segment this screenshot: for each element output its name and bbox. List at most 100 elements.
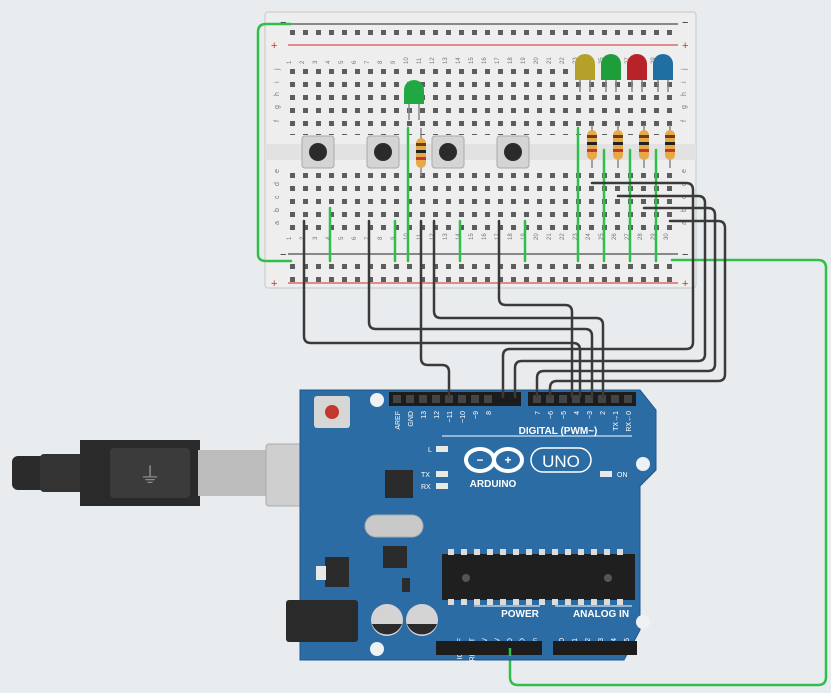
power-header-label: POWER [501,609,540,620]
mcu-leg [461,599,467,605]
top-rail-holes [285,27,675,43]
resistor-4 [665,125,675,168]
mcu-leg [578,549,584,555]
push-button-4[interactable] [496,135,530,169]
push-buttons [301,135,530,169]
led-on-label: ON [617,472,628,479]
wire-button3 [432,219,605,397]
mcu-leg [565,549,571,555]
col-label-bottom-27: 27 [625,233,631,240]
col-label-bottom-25: 25 [599,233,605,240]
mcu-leg [617,599,623,605]
col-label-bottom-6: 6 [352,236,358,240]
col-label-top-12: 12 [430,57,436,64]
col-label-bottom-23: 23 [573,233,579,240]
mcu-leg [591,549,597,555]
power-jack [286,600,358,642]
row-letter-d: d [274,182,281,186]
atmega-chip [442,549,635,605]
mcu-leg [487,549,493,555]
row-letter-e-right: e [681,169,688,173]
digital-right-pin-3[interactable] [572,395,580,403]
led-l-label: L [428,447,432,454]
green-jumpers [256,22,828,687]
mcu-leg [513,549,519,555]
power-header [436,641,542,655]
led-on [600,471,612,477]
mcu-leg [578,599,584,605]
led-red [627,54,647,92]
wire-button2 [367,219,594,397]
digital-left-pin-3[interactable] [432,395,440,403]
digital-left-pin-5[interactable] [458,395,466,403]
col-label-top-22: 22 [560,57,566,64]
digital-left-pin-0[interactable] [393,395,401,403]
rail-jumper-wire [256,22,293,263]
mcu-leg [487,599,493,605]
row-letter-h-right: h [681,92,688,96]
row-letter-b-right: b [681,208,688,212]
digital-right-pin-4[interactable] [585,395,593,403]
digital-left-pin-label-4: ~11 [447,411,454,422]
rail-plus-br: + [682,278,688,290]
mcu-leg [604,549,610,555]
digital-left-pin-4[interactable] [445,395,453,403]
digital-left-pin-label-2: 13 [421,411,428,419]
digital-right-pin-5[interactable] [598,395,606,403]
digital-right-pin-0[interactable] [533,395,541,403]
mcu-leg [526,549,532,555]
analog-header [553,641,637,655]
push-button-1[interactable] [301,135,335,169]
digital-left-pin-label-0: AREF [395,411,402,430]
digital-right-pin-7[interactable] [624,395,632,403]
resistor-1 [587,125,597,168]
digital-left-pin-7[interactable] [484,395,492,403]
col-label-top-21: 21 [547,57,553,64]
row-letter-c: c [274,195,281,199]
row-letter-e: e [274,169,281,173]
mcu-leg [526,599,532,605]
col-label-bottom-20: 20 [534,233,540,240]
mcu-leg [552,599,558,605]
digital-left-pin-6[interactable] [471,395,479,403]
col-label-top-11: 11 [417,57,423,64]
mount-hole-r [636,457,650,471]
led-blue [653,54,673,92]
digital-right-pin-6[interactable] [611,395,619,403]
row-letter-g-right: g [681,105,688,109]
col-label-bottom-1: 1 [287,236,293,240]
digital-right-pin-label-2: ~5 [561,411,568,419]
digital-left-pin-2[interactable] [419,395,427,403]
mcu-leg [591,599,597,605]
mount-hole-bl [370,642,384,656]
led-rx-label: RX [421,484,431,491]
mcu-leg [539,549,545,555]
svg-text:+: + [504,453,511,467]
wire-button4 [497,219,574,397]
mcu-leg [500,549,506,555]
reset-button[interactable] [314,396,350,428]
col-label-top-5: 5 [339,60,345,64]
wire-led2 [513,194,707,397]
small-transistor [402,578,410,592]
push-button-3[interactable] [431,135,465,169]
analog-header-label: ANALOG IN [573,609,629,620]
push-button-2[interactable] [366,135,400,169]
digital-right-pin-1[interactable] [546,395,554,403]
digital-left-pin-label-7: 8 [486,411,493,415]
gnd-return-wire [508,258,828,687]
digital-left-pin-1[interactable] [406,395,414,403]
col-label-bottom-13: 13 [443,233,449,240]
mount-hole-br [636,615,650,629]
mcu-leg [500,599,506,605]
row-letter-f-right: f [681,120,688,122]
digital-left-pin-label-6: ~9 [473,411,480,419]
mcu-leg [448,549,454,555]
digital-right-pin-2[interactable] [559,395,567,403]
led-green [601,54,621,92]
col-label-top-6: 6 [352,60,358,64]
resistor-2 [613,125,623,168]
arduino-logo: − + [464,447,524,473]
